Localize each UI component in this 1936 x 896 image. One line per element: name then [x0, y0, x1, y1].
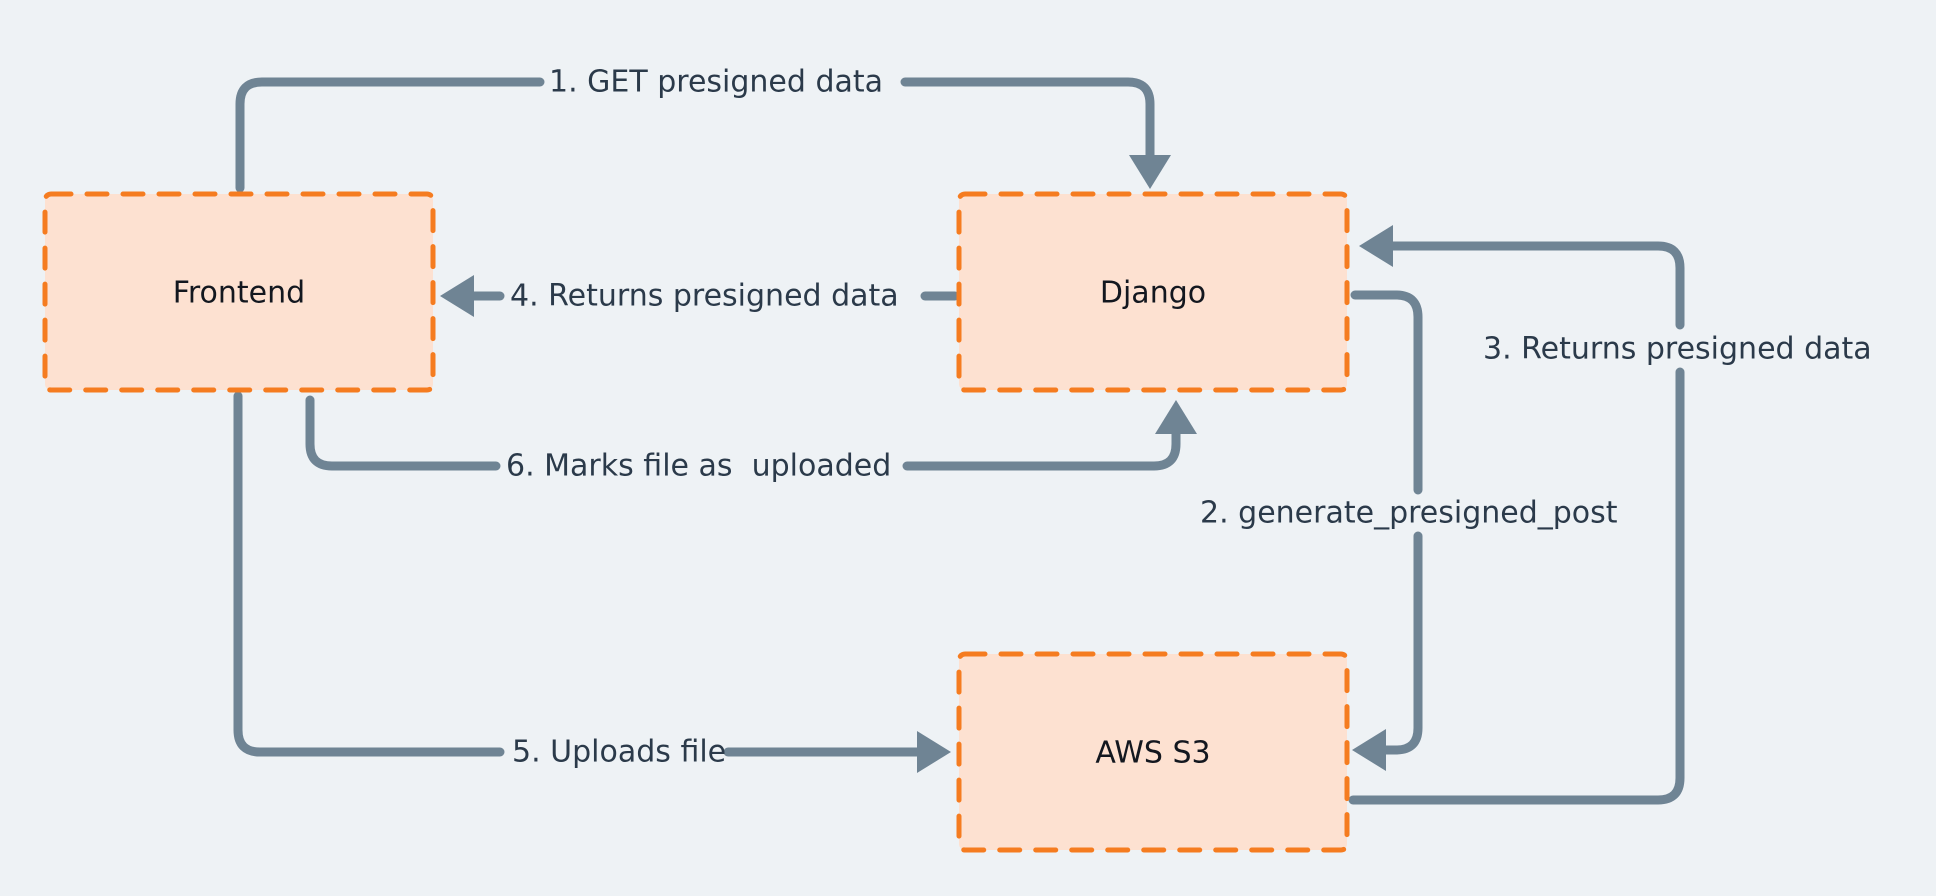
- node-frontend-box[interactable]: [42, 191, 436, 393]
- edge-4-returns-presigned-data: [440, 275, 960, 317]
- node-django-label: Django: [1100, 276, 1206, 311]
- edge-label-2: 2. generate_presigned_post: [1200, 496, 1618, 531]
- edge-3-returns-presigned-data: [1348, 225, 1685, 805]
- edge-2-path-bottom: [1378, 531, 1423, 755]
- edge-1-path: [235, 77, 545, 193]
- edge-2-generate-presigned-post: [1350, 290, 1423, 771]
- node-frontend[interactable]: Frontend: [42, 191, 436, 393]
- edge-1-get-presigned-data: [235, 77, 1171, 193]
- edge-1-arrowhead: [1129, 155, 1171, 189]
- edge-2-path-top: [1350, 290, 1423, 495]
- edge-6-arrowhead: [1155, 400, 1197, 434]
- node-aws-s3[interactable]: AWS S3: [956, 651, 1350, 853]
- edge-6-marks-file-as-uploaded: [305, 395, 1197, 471]
- edge-5-path-left: [233, 391, 505, 757]
- edge-label-4: 4. Returns presigned data: [510, 279, 899, 314]
- edge-label-5: 5. Uploads file: [512, 735, 726, 770]
- edge-6-path-right: [902, 427, 1181, 471]
- node-django-box[interactable]: [956, 191, 1350, 393]
- edge-1-path-right: [900, 77, 1155, 163]
- edge-6-path-left: [305, 395, 501, 471]
- edge-label-1: 1. GET presigned data: [549, 65, 883, 100]
- node-django[interactable]: Django: [956, 191, 1350, 393]
- node-aws-s3-box[interactable]: [956, 651, 1350, 853]
- edge-5-arrowhead: [917, 731, 951, 773]
- edge-3-path-lower: [1348, 367, 1685, 805]
- node-aws-s3-label: AWS S3: [1095, 736, 1210, 771]
- edge-3-path-upper: [1385, 241, 1685, 330]
- node-frontend-label: Frontend: [173, 276, 305, 311]
- edge-5-uploads-file: [233, 391, 951, 773]
- edge-label-3: 3. Returns presigned data: [1483, 332, 1872, 367]
- edge-3-arrowhead: [1359, 225, 1393, 267]
- edge-label-6: 6. Marks file as uploaded: [506, 449, 891, 484]
- edge-4-arrowhead: [440, 275, 474, 317]
- edge-2-arrowhead: [1352, 729, 1386, 771]
